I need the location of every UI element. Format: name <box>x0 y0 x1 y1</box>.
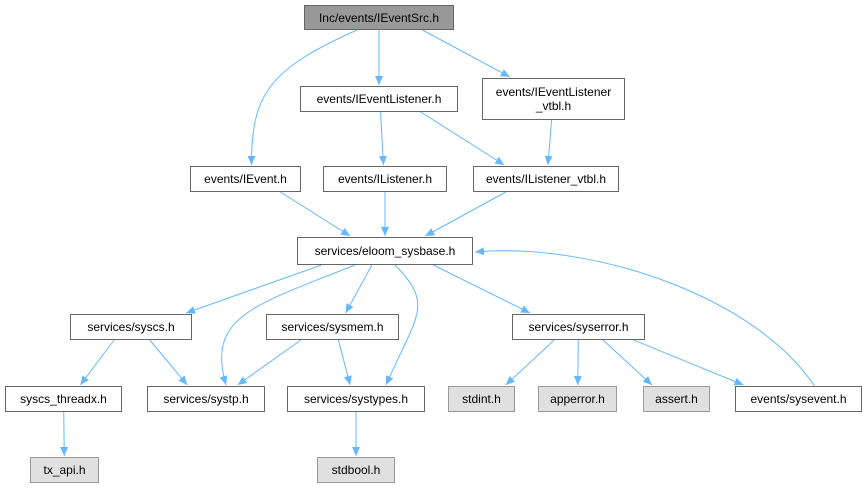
edge-syserror-to-assert <box>602 339 653 386</box>
edge-ievent-to-eloom-sysbase <box>280 191 351 237</box>
edge-ievent-listener-vtbl-to-ilistener-vtbl <box>544 119 553 166</box>
edge-eloom-sysbase-to-syserror <box>433 264 531 314</box>
edge-ievent-listener-to-ilistener <box>378 111 387 166</box>
node-ievent[interactable]: events/IEvent.h <box>190 166 301 192</box>
node-sysmem[interactable]: services/sysmem.h <box>266 314 399 340</box>
edge-syscs-threadx-to-tx-api <box>60 411 69 457</box>
edges-layer <box>60 29 815 457</box>
node-syscs-threadx[interactable]: syscs_threadx.h <box>5 386 122 412</box>
edge-syserror-to-apperror <box>573 339 582 386</box>
edge-syscs-to-systp <box>149 339 188 386</box>
node-syserror[interactable]: services/syserror.h <box>512 314 645 340</box>
edge-syserror-to-stdint <box>505 339 555 386</box>
node-ilistener-vtbl[interactable]: events/IListener_vtbl.h <box>473 166 619 192</box>
edge-root-to-ievent-listener-vtbl <box>422 29 511 78</box>
node-stdbool: stdbool.h <box>317 457 395 483</box>
node-ievent-listener-vtbl[interactable]: events/IEventListener _vtbl.h <box>482 78 625 120</box>
edge-ievent-listener-to-ilistener-vtbl <box>420 111 505 166</box>
node-systp[interactable]: services/systp.h <box>147 386 265 412</box>
edge-eloom-sysbase-to-systypes <box>385 264 419 386</box>
edge-eloom-sysbase-to-sysmem <box>345 264 373 314</box>
node-eloom-sysbase[interactable]: services/eloom_sysbase.h <box>297 237 473 265</box>
node-root-ieventsrc: Inc/events/IEventSrc.h <box>304 5 454 30</box>
edge-eloom-sysbase-to-syscs <box>185 264 322 314</box>
node-ievent-listener[interactable]: events/IEventListener.h <box>300 86 458 112</box>
node-apperror: apperror.h <box>538 386 617 412</box>
node-sysevent[interactable]: events/sysevent.h <box>735 386 862 412</box>
edge-ilistener-vtbl-to-eloom-sysbase <box>425 191 506 237</box>
node-ilistener[interactable]: events/IListener.h <box>323 166 447 192</box>
node-assert: assert.h <box>643 386 710 412</box>
node-systypes[interactable]: services/systypes.h <box>287 386 425 412</box>
node-syscs[interactable]: services/syscs.h <box>70 314 192 340</box>
edge-sysmem-to-systp <box>237 339 302 386</box>
edge-eloom-sysbase-to-systp <box>219 264 356 386</box>
edge-root-to-ievent <box>247 29 358 166</box>
edge-syscs-to-syscs-threadx <box>79 339 115 386</box>
edge-sysmem-to-systypes <box>337 339 352 386</box>
edge-sysevent-to-eloom-sysbase <box>474 247 815 387</box>
node-stdint: stdint.h <box>448 386 515 412</box>
node-tx-api: tx_api.h <box>30 457 99 483</box>
edge-syserror-to-sysevent <box>633 339 744 386</box>
